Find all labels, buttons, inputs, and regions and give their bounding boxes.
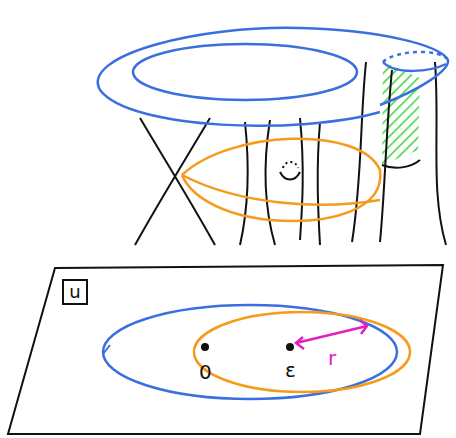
orange-loop [182,139,380,221]
radius-arrow [296,320,367,349]
region-name: u [69,283,80,301]
blue-ellipse [103,305,397,399]
plane [8,265,443,434]
point-label: r [328,348,336,368]
point-label: 0 [199,362,212,382]
origin-dot [201,343,209,351]
epsilon-dot [286,343,294,351]
torus-outline [98,28,448,126]
orange-ellipse [194,312,410,392]
sheet-curves [135,62,446,245]
blue-tick [103,345,110,354]
region-label-box: u [62,279,88,305]
point-label: ε [285,360,296,380]
